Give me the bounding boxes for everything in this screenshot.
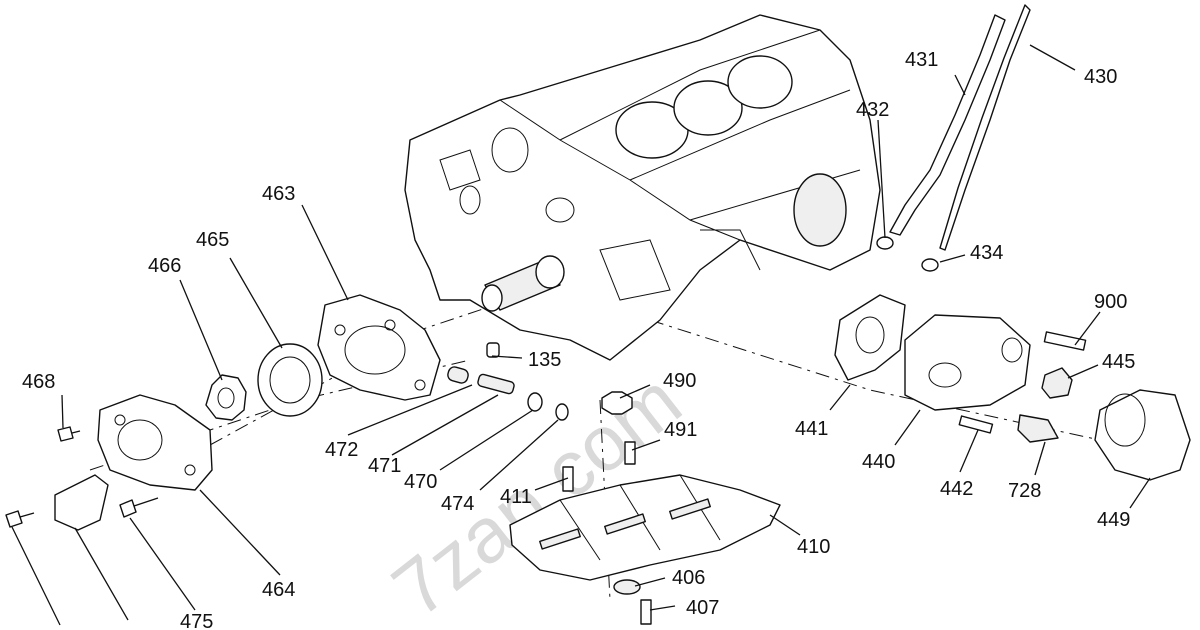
relief-valve-washer — [527, 392, 543, 412]
pump-cover — [97, 394, 213, 491]
label-440: 440 — [862, 451, 895, 473]
label-407: 407 — [686, 597, 719, 619]
label-491: 491 — [664, 419, 697, 441]
label-471: 471 — [368, 455, 401, 477]
bolt-407 — [640, 599, 652, 625]
bolt-411 — [562, 466, 574, 492]
retaining-ring — [555, 403, 569, 421]
label-441: 441 — [795, 418, 828, 440]
label-431: 431 — [905, 49, 938, 71]
label-434: 434 — [970, 242, 1003, 264]
oil-pan-baffle — [509, 474, 781, 581]
label-432: 432 — [856, 99, 889, 121]
bolt-442 — [958, 415, 994, 434]
label-442: 442 — [940, 478, 973, 500]
dipstick-tube — [889, 14, 1006, 236]
pump-outer-gear — [257, 343, 323, 417]
oil-filter — [1094, 389, 1191, 481]
oil-pressure-sensor — [1017, 414, 1059, 443]
filter-fitting — [1041, 367, 1073, 399]
label-463: 463 — [262, 183, 295, 205]
dowel-pin — [486, 342, 500, 358]
label-464: 464 — [262, 579, 295, 601]
bolt-900 — [1043, 331, 1087, 351]
dipstick — [939, 4, 1031, 251]
label-472: 472 — [325, 439, 358, 461]
pump-inner-gear — [205, 374, 247, 421]
bolt-491 — [624, 441, 636, 465]
bolt-475 — [119, 497, 159, 518]
label-410: 410 — [797, 536, 830, 558]
label-474: 474 — [441, 493, 474, 515]
label-135: 135 — [528, 349, 561, 371]
label-466: 466 — [148, 255, 181, 277]
bolt-468 — [57, 426, 81, 442]
label-490: 490 — [663, 370, 696, 392]
label-470: 470 — [404, 471, 437, 493]
plug-406 — [613, 579, 641, 595]
oil-pump-housing — [317, 294, 441, 401]
label-445: 445 — [1102, 351, 1135, 373]
filter-adapter-gasket — [834, 294, 906, 381]
relief-valve-plunger — [447, 366, 469, 384]
o-ring-434 — [921, 258, 939, 272]
label-900: 900 — [1094, 291, 1127, 313]
leader-lines — [11, 44, 1151, 626]
label-475: 475 — [180, 611, 213, 630]
bolt-left — [5, 510, 35, 528]
o-ring-432 — [876, 236, 894, 250]
label-728: 728 — [1008, 480, 1041, 502]
label-411: 411 — [500, 486, 532, 508]
label-406: 406 — [672, 567, 705, 589]
oil-filter-adapter — [904, 314, 1031, 411]
label-468: 468 — [22, 371, 55, 393]
engine-block — [404, 14, 881, 361]
oil-level-sensor — [601, 391, 633, 415]
label-465: 465 — [196, 229, 229, 251]
oil-pickup-bracket — [54, 474, 109, 531]
label-430: 430 — [1084, 66, 1117, 88]
relief-valve-spring — [477, 373, 515, 395]
label-449: 449 — [1097, 509, 1130, 531]
